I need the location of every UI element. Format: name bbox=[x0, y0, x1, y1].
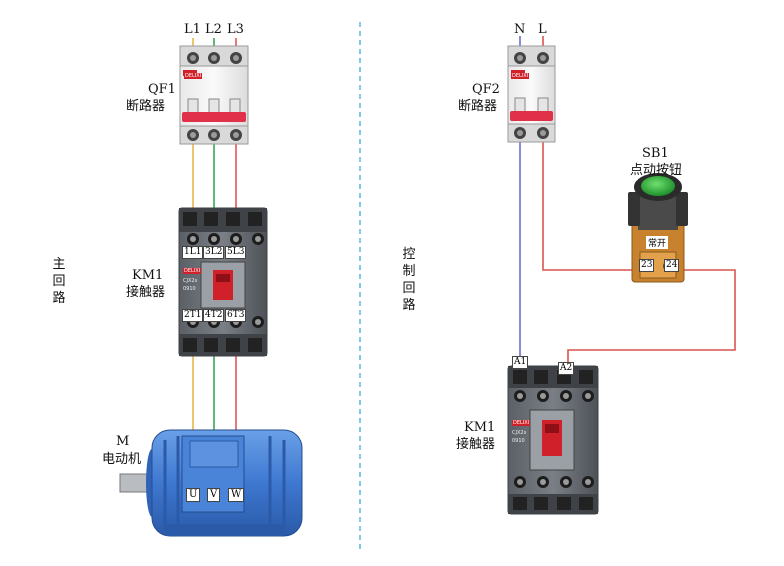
km1-main-brand: DELIXI bbox=[183, 268, 202, 274]
qf2-breaker bbox=[507, 45, 556, 143]
control-circuit-label: 控制回路 bbox=[402, 247, 416, 313]
km1-control-brand: DELIXI bbox=[512, 420, 531, 426]
sb1-contact-type: 常开 bbox=[646, 236, 669, 249]
qf1-brand: DELIXI bbox=[184, 73, 203, 79]
terminal-4t2: 4T2 bbox=[203, 309, 225, 322]
km1-control-rating: 0910 bbox=[512, 438, 525, 444]
motor-terminal-v: V bbox=[207, 488, 221, 502]
phase-label-l2: L2 bbox=[205, 22, 222, 37]
motor-terminal-w: W bbox=[228, 488, 245, 502]
phase-label-l3: L3 bbox=[227, 22, 244, 37]
terminal-6t3: 6T3 bbox=[225, 309, 247, 322]
km1-main-model: CJX2s bbox=[183, 278, 198, 284]
terminal-5l3: 5L3 bbox=[225, 246, 247, 259]
motor-type: 电动机 bbox=[102, 452, 142, 467]
qf1-name: QF1 bbox=[148, 82, 176, 97]
km1-main-name: KM1 bbox=[132, 268, 164, 283]
km1-control-name: KM1 bbox=[464, 420, 496, 435]
wire-return bbox=[567, 269, 736, 374]
terminal-1l1: 1L1 bbox=[182, 246, 204, 259]
qf2-type: 断路器 bbox=[458, 99, 498, 114]
km1-main-rating: 0910 bbox=[183, 286, 196, 292]
terminal-2t1: 2T1 bbox=[182, 309, 204, 322]
qf1-breaker bbox=[179, 45, 249, 145]
motor-name: M bbox=[116, 434, 130, 449]
sb1-name: SB1 bbox=[642, 146, 669, 161]
sb1-terminal-24: 24 bbox=[664, 259, 680, 272]
qf2-name: QF2 bbox=[472, 82, 500, 97]
phase-label-l1: L1 bbox=[184, 22, 201, 37]
km1-control-model: CJX2s bbox=[512, 430, 527, 436]
terminal-3l2: 3L2 bbox=[203, 246, 225, 259]
sb1-terminal-23: 23 bbox=[639, 259, 655, 272]
sb1-type: 点动按钮 bbox=[630, 163, 683, 178]
supply-label-l: L bbox=[538, 22, 547, 37]
motor-terminal-u: U bbox=[186, 488, 201, 502]
coil-terminal-a2: A2 bbox=[558, 362, 575, 375]
coil-terminal-a1: A1 bbox=[512, 356, 529, 369]
km1-control-type: 接触器 bbox=[456, 437, 496, 452]
wire-l bbox=[542, 36, 643, 271]
main-circuit-label: 主回路 bbox=[52, 257, 66, 306]
qf1-type: 断路器 bbox=[126, 99, 166, 114]
motor-m bbox=[119, 429, 303, 537]
km1-main-type: 接触器 bbox=[126, 285, 166, 300]
qf2-brand: DELIXI bbox=[511, 73, 530, 79]
supply-label-n: N bbox=[514, 22, 526, 37]
